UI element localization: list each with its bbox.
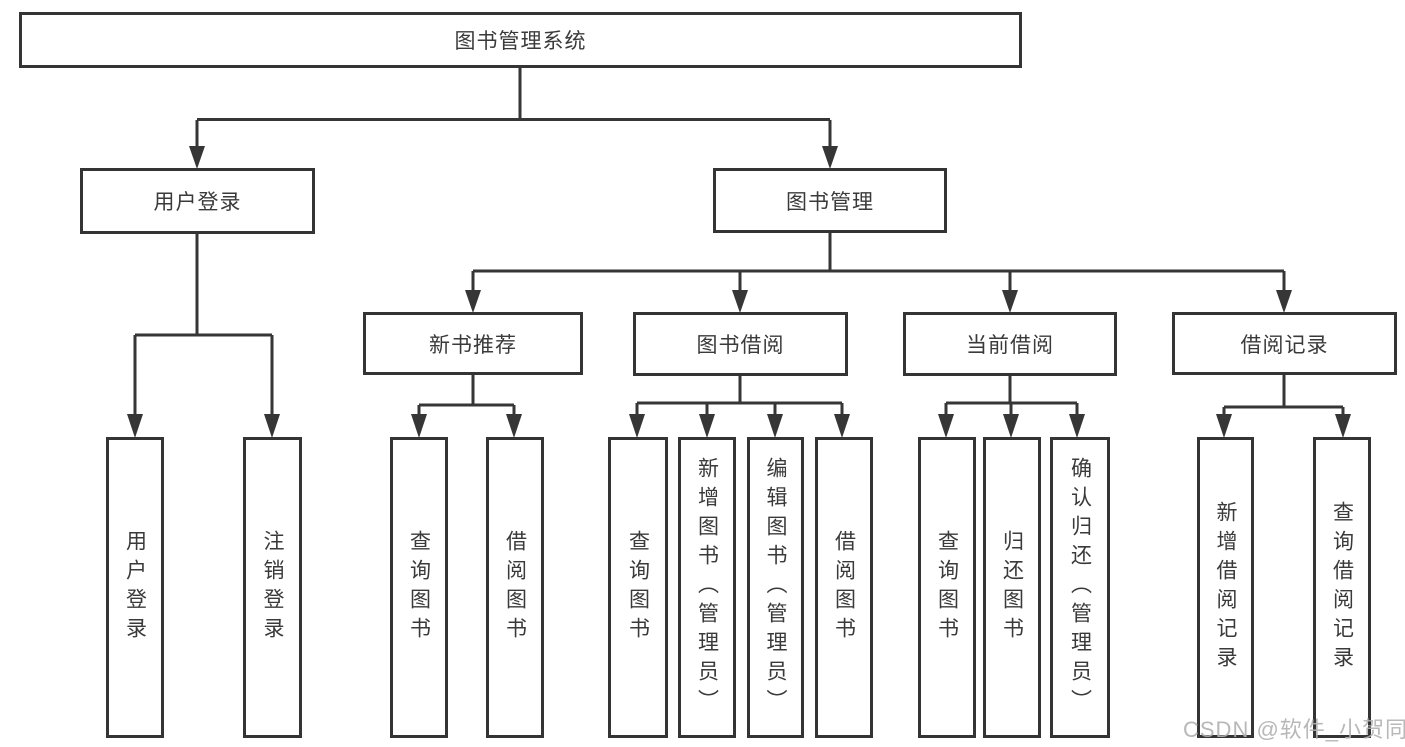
leaf-user-login: 用户登录 xyxy=(106,437,164,738)
leaf-label: 归还图书 xyxy=(1000,529,1024,646)
leaf-current-return-books: 归还图书 xyxy=(983,437,1041,738)
leaf-newbook-borrow-books: 借阅图书 xyxy=(486,437,544,738)
arrowhead xyxy=(699,414,715,438)
node-label: 借阅记录 xyxy=(1240,333,1329,357)
arrowhead xyxy=(1003,414,1019,438)
arrowhead xyxy=(834,414,850,438)
leaf-current-query-books: 查询图书 xyxy=(918,437,976,738)
leaf-borrowing-edit-books-admin: 编辑图书（管理员） xyxy=(747,437,804,738)
leaf-label: 查询图书 xyxy=(935,529,959,646)
node-label: 用户登录 xyxy=(153,191,242,214)
leaf-current-confirm-return-admin: 确认归还（管理员） xyxy=(1050,437,1110,738)
node-label: 图书借阅 xyxy=(696,334,785,357)
arrowhead xyxy=(938,414,954,438)
leaf-borrowing-add-books-admin: 新增图书（管理员） xyxy=(678,437,736,738)
leaf-logout: 注销登录 xyxy=(243,437,302,738)
leaf-label: 查询借阅记录 xyxy=(1330,500,1354,675)
node-book-management: 图书管理 xyxy=(713,168,947,233)
leaf-label: 确认归还（管理员） xyxy=(1068,457,1092,718)
leaf-label: 用户登录 xyxy=(123,529,147,646)
node-label: 图书管理 xyxy=(786,190,874,214)
leaf-label: 新增图书（管理员） xyxy=(695,457,719,718)
leaf-label: 编辑图书（管理员） xyxy=(764,457,787,718)
arrowhead xyxy=(822,146,838,169)
arrowhead xyxy=(127,414,143,438)
leaf-label: 查询图书 xyxy=(407,529,431,646)
arrowhead xyxy=(1002,290,1018,313)
arrowhead xyxy=(629,414,645,438)
leaf-label: 查询图书 xyxy=(626,529,650,646)
arrowhead xyxy=(767,414,783,438)
arrowhead xyxy=(411,414,427,438)
arrowhead xyxy=(1276,290,1292,313)
leaf-borrowing-borrow-books: 借阅图书 xyxy=(815,437,873,738)
node-book-borrowing: 图书借阅 xyxy=(633,312,848,376)
node-user-login: 用户登录 xyxy=(80,168,315,234)
leaf-borrowing-query-books: 查询图书 xyxy=(608,437,668,738)
csdn-watermark: CSDN @软件_小贺同学 xyxy=(1183,717,1405,742)
arrowhead xyxy=(1335,414,1351,438)
leaf-label: 新增借阅记录 xyxy=(1214,500,1237,675)
arrowhead xyxy=(465,290,481,313)
arrowhead xyxy=(732,290,748,313)
leaf-label: 借阅图书 xyxy=(832,529,856,646)
leaf-label: 注销登录 xyxy=(261,529,284,646)
arrowhead xyxy=(1069,414,1085,438)
arrowhead xyxy=(506,414,522,438)
node-label: 新书推荐 xyxy=(429,333,517,357)
node-label: 当前借阅 xyxy=(966,334,1054,357)
node-new-book-recommendation: 新书推荐 xyxy=(363,312,583,375)
connector-path xyxy=(133,67,1345,420)
arrowhead xyxy=(264,414,280,438)
arrowhead xyxy=(189,146,205,169)
node-current-borrowing: 当前借阅 xyxy=(903,312,1117,376)
node-borrowing-records: 借阅记录 xyxy=(1172,312,1397,375)
leaf-newbook-query-books: 查询图书 xyxy=(390,437,448,738)
leaf-label: 借阅图书 xyxy=(503,529,527,646)
leaf-records-add-record: 新增借阅记录 xyxy=(1197,437,1254,738)
leaf-records-query-record: 查询借阅记录 xyxy=(1313,437,1371,738)
node-label: 图书管理系统 xyxy=(454,30,587,53)
arrowhead xyxy=(1216,414,1232,438)
node-library-management-system: 图书管理系统 xyxy=(19,12,1022,68)
